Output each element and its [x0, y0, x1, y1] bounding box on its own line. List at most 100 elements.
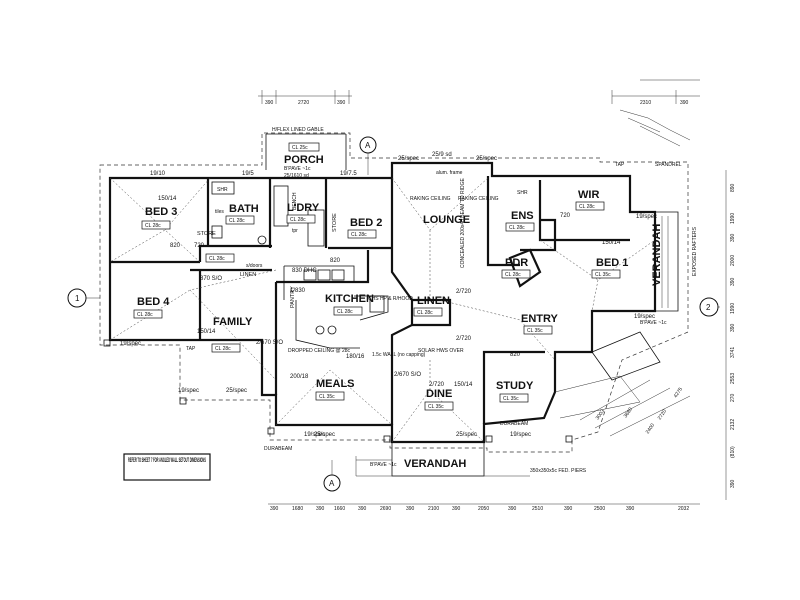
ceiling-family: CL 28c [215, 346, 231, 352]
dim-right-7: 3741 [730, 347, 736, 358]
room-label-porch: PORCH [284, 154, 324, 166]
ceiling-linen: CL 28c [417, 310, 433, 316]
dim-25-spec-c: 25/spec [314, 432, 335, 438]
dim-right-0: 890 [730, 183, 736, 192]
dim-150-14-c: 150/14 [602, 240, 621, 246]
dim-820-c: 820 [510, 352, 521, 358]
ceiling-bed3: CL 28c [145, 223, 161, 229]
ceiling-bed2: CL 28c [351, 232, 367, 238]
dim-19-10: 19/10 [150, 171, 166, 177]
alum-frame-note: alum. frame [436, 170, 463, 176]
ceiling-dine: CL 35c [428, 404, 444, 410]
ceiling-pdr: CL 28c [505, 272, 521, 278]
dim-25-spec-b: 25/spec [226, 388, 247, 394]
dim-150-14: 150/14 [158, 196, 177, 202]
dim-2670: 2/670 S/O [256, 340, 283, 346]
dim-angled-3: 2720 [657, 408, 668, 421]
dim-820: 820 [170, 243, 181, 249]
dim-top-1: 390 [265, 100, 274, 106]
dim-top-right-1: 2310 [640, 100, 651, 106]
room-label-meals: MEALS [316, 378, 355, 390]
dim-19-spec-e: 19/spec [634, 314, 655, 320]
tap-left-note: TAP [186, 346, 196, 352]
ceiling-bath: CL 28c [229, 218, 245, 224]
grid-marker-2: 2 [706, 303, 711, 312]
dim-25-9: 25/9 sd [432, 152, 452, 158]
dim-bottom-4: 390 [358, 506, 367, 512]
shower-right-label: SHR [517, 190, 528, 196]
room-label-entry: ENTRY [521, 313, 559, 325]
dim-bottom-11: 2510 [532, 506, 543, 512]
dim-bottom-8: 390 [452, 506, 461, 512]
bottom-dimension-strip: 390 1680 390 1660 390 2690 390 2100 390 … [268, 503, 700, 512]
angled-dimensions: 3003 3680 2400 2720 4275 [595, 386, 684, 435]
dim-2670-b: 2/670 S/O [394, 372, 421, 378]
ceiling-entry: CL 35c [527, 328, 543, 334]
wall-note: 1.5c WALL (no capping) [372, 352, 426, 358]
room-label-bed2: BED 2 [350, 217, 382, 229]
room-label-linen: LINEN [417, 295, 450, 307]
room-label-store-ldry: STORE [332, 213, 338, 232]
refer-note-box: REFER TO SHEET 7 FOR ANGLED WALL SETOUT … [123, 453, 211, 481]
dropped-ceiling-note: DROPPED CEILING @ 28c [288, 348, 351, 354]
dim-870: 870 S/O [200, 276, 222, 282]
dim-right-11: (810) [730, 446, 736, 458]
dim-bottom-10: 390 [508, 506, 517, 512]
tap-right-note: TAP [615, 162, 625, 168]
dim-right-2: 390 [730, 233, 736, 242]
ceiling-store: CL 28c [209, 256, 225, 262]
dim-150-14-b: 150/14 [197, 329, 216, 335]
dim-right-1: 1990 [730, 213, 736, 224]
room-label-bed3: BED 3 [145, 206, 177, 218]
room-label-bath: BATH [229, 203, 259, 215]
shower-left-label: SHR [217, 187, 228, 193]
refer-note: REFER TO SHEET 7 FOR ANGLED WALL SETOUT … [128, 458, 206, 464]
dim-angled-1: 3680 [623, 406, 634, 419]
dim-right-9: 270 [730, 393, 736, 402]
dim-bottom-6: 390 [406, 506, 415, 512]
grid-marker-1: 1 [75, 294, 80, 303]
dim-19-5: 19/5 [242, 171, 254, 177]
ceiling-bed4: CL 28c [137, 312, 153, 318]
grid-marker-a-top: A [365, 141, 371, 150]
dim-top-right-2: 390 [680, 100, 689, 106]
spandrel-note: SPANDREL [655, 162, 682, 168]
room-label-wir: WIR [578, 189, 599, 201]
dim-bottom-12: 390 [564, 506, 573, 512]
bench-label: BENCH [292, 192, 298, 210]
dim-2720: 2/720 [456, 289, 472, 295]
room-labels: BED 3 CL 28c BATH CL 28c L'DRY CL 28c BE… [133, 189, 663, 470]
walls [108, 161, 657, 444]
top-dimension-strip: 390 2720 390 2310 390 [258, 79, 700, 147]
dim-bottom-2: 390 [316, 506, 325, 512]
dim-right-4: 390 [730, 277, 736, 286]
porch-dim: 25/1610 sd [284, 173, 309, 179]
dim-angled-4: 4275 [673, 386, 684, 399]
tpr-label: tpr [292, 228, 298, 234]
dim-720-b: 720 [560, 213, 571, 219]
grid-markers: 1 2 A A [67, 136, 720, 492]
dim-25-spec: 25/spec [398, 156, 419, 162]
dim-top-2: 2720 [298, 100, 309, 106]
dim-angled-2: 2400 [645, 422, 656, 435]
ceiling-kitchen: CL 28c [337, 309, 353, 315]
dim-top-3: 390 [337, 100, 346, 106]
fixtures: SHR tiles BENCH tpr [103, 177, 691, 477]
room-label-family: FAMILY [213, 316, 253, 328]
dim-25-spec-d: 25/spec [456, 432, 477, 438]
dim-830-dhc: 830 DHC [292, 268, 317, 274]
dim-bottom-3: 1660 [334, 506, 345, 512]
ceiling-bed1: CL 35c [595, 272, 611, 278]
linen-doors-note: s/doors [246, 263, 263, 269]
dim-2720-c: 2/720 [429, 382, 445, 388]
room-label-ens: ENS [511, 210, 534, 222]
porch-pave-note: B'PAVE ~1c [284, 166, 311, 172]
room-label-verandah-bottom: VERANDAH [404, 458, 466, 470]
dim-right-3: 2000 [730, 255, 736, 266]
tiles-label: tiles [215, 209, 224, 215]
dim-bottom-13: 2500 [594, 506, 605, 512]
room-label-bed4: BED 4 [137, 296, 170, 308]
dim-820-b: 820 [330, 258, 341, 264]
dim-bottom-5: 2690 [380, 506, 391, 512]
bpave-right-note: B'PAVE ~1c [640, 320, 667, 326]
